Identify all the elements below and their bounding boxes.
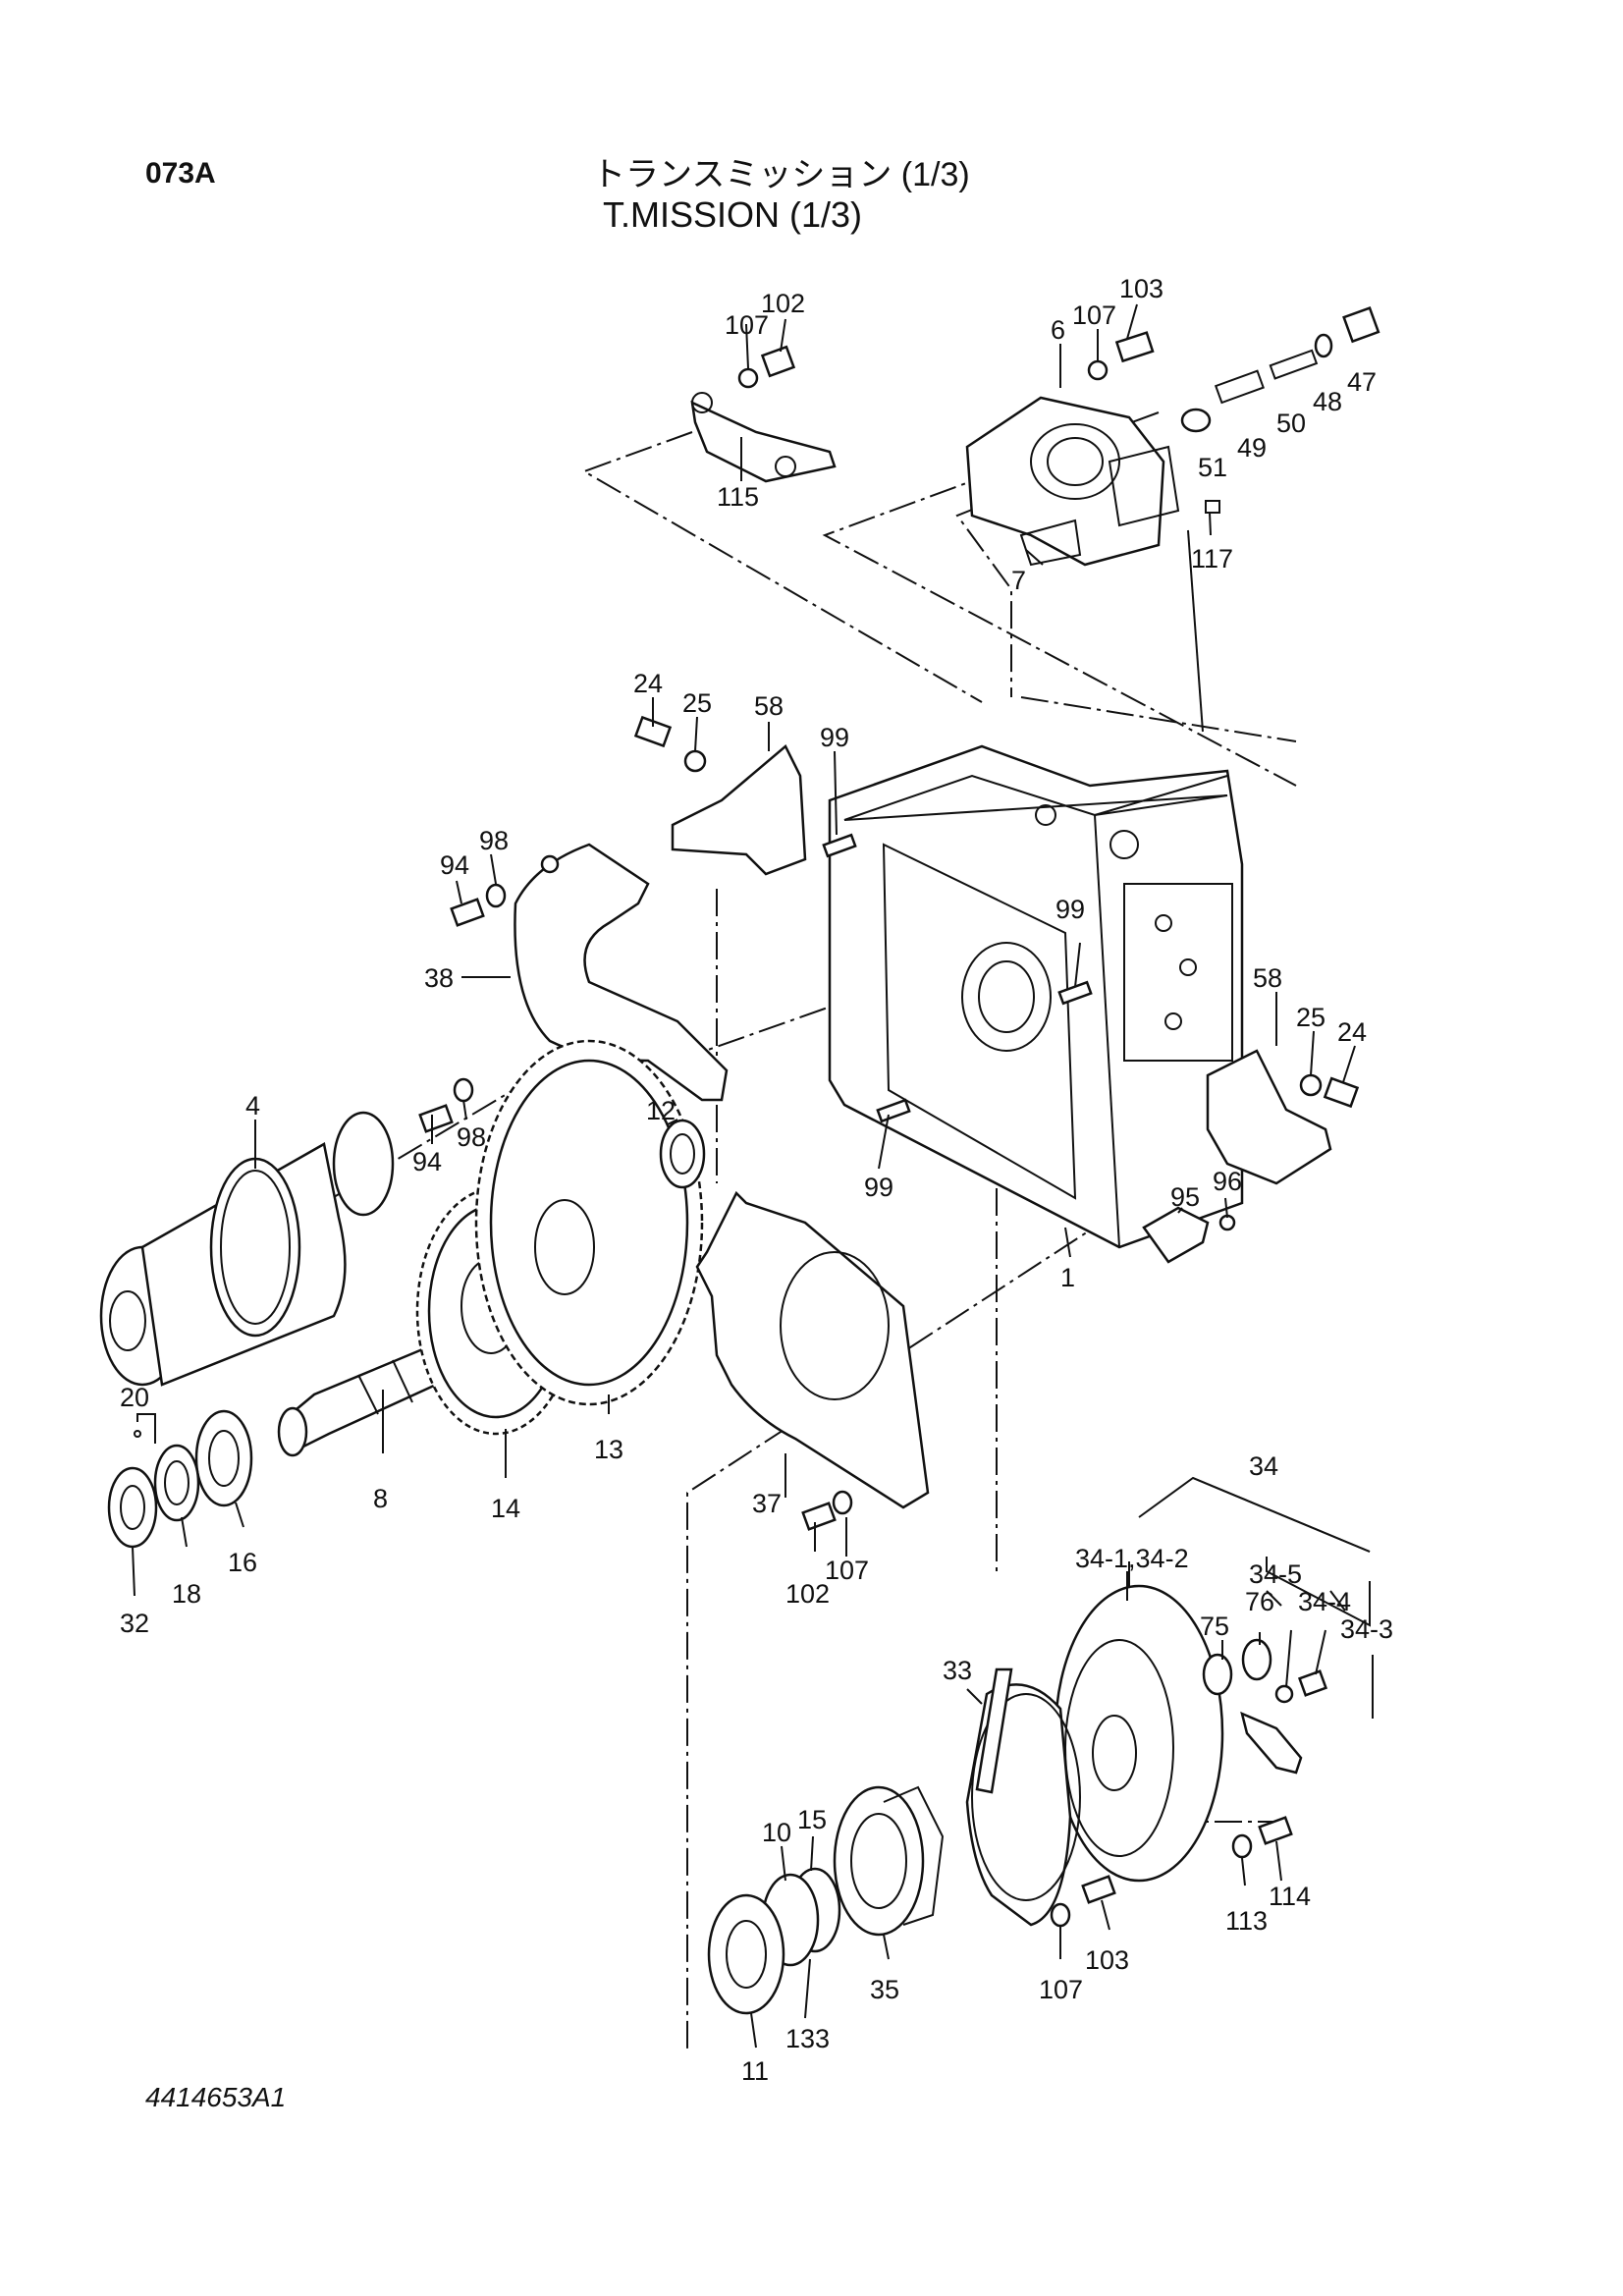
- callout-13: 13: [594, 1435, 623, 1464]
- callout-leaders: [132, 303, 1374, 2049]
- callout-6: 6: [1051, 315, 1065, 345]
- callout-8: 8: [373, 1484, 388, 1513]
- hardware-103-113: [1050, 1816, 1293, 1928]
- gear-13: [474, 1039, 704, 1406]
- callout-76: 76: [1245, 1587, 1274, 1616]
- bearing-11: [707, 1893, 785, 2015]
- callout-32: 32: [120, 1609, 149, 1638]
- callout-103-brake: 103: [1085, 1945, 1129, 1975]
- callout-75: 75: [1200, 1612, 1229, 1641]
- callout-15: 15: [797, 1805, 827, 1834]
- pins-99: [822, 833, 1093, 1123]
- callout-25-right: 25: [1296, 1003, 1325, 1032]
- callout-4: 4: [245, 1091, 260, 1121]
- callout-94-bottom: 94: [412, 1147, 442, 1176]
- callout-33: 33: [943, 1656, 972, 1685]
- callout-51: 51: [1198, 453, 1227, 482]
- callout-58-right: 58: [1253, 963, 1282, 993]
- cover-38: [418, 843, 729, 1133]
- callout-58-left: 58: [754, 691, 784, 721]
- callout-115: 115: [717, 482, 759, 512]
- callout-34-5: 34-5: [1249, 1559, 1302, 1589]
- callout-48: 48: [1313, 387, 1342, 416]
- callout-99-bottom: 99: [864, 1173, 893, 1202]
- plate-95: [1142, 1206, 1236, 1264]
- transmission-housing: [828, 744, 1244, 1249]
- mount-bracket-left: [633, 715, 807, 876]
- title-english: T.MISSION (1/3): [603, 194, 863, 235]
- callout-14: 14: [491, 1494, 520, 1523]
- brake-lever: [1202, 1638, 1328, 1775]
- callout-107-top: 107: [725, 310, 769, 340]
- callout-99-mid: 99: [1055, 895, 1085, 924]
- housing-35: [833, 1785, 945, 1937]
- top-cover-part: [965, 396, 1180, 567]
- callout-94-top: 94: [440, 850, 469, 880]
- cover-37: [695, 1190, 930, 1531]
- callout-24-left: 24: [633, 669, 663, 698]
- page-code: 073A: [145, 157, 216, 190]
- callout-11: 11: [741, 2056, 769, 2086]
- callout-98-bottom: 98: [457, 1122, 486, 1152]
- callout-50: 50: [1276, 409, 1306, 438]
- callout-98-top: 98: [479, 826, 509, 855]
- callout-103-top: 103: [1119, 274, 1163, 303]
- callout-16: 16: [228, 1548, 257, 1577]
- callout-49: 49: [1237, 433, 1267, 463]
- ring-12: [659, 1119, 706, 1189]
- callout-99-top: 99: [820, 723, 849, 752]
- callout-107-brake: 107: [1039, 1975, 1083, 2004]
- callout-38: 38: [424, 963, 454, 993]
- callout-37: 37: [752, 1489, 782, 1518]
- callout-95: 95: [1170, 1182, 1200, 1212]
- differential-assembly-4: [99, 1111, 395, 1387]
- callout-34: 34: [1249, 1451, 1278, 1481]
- callout-107-bottom: 107: [825, 1556, 869, 1585]
- callout-25-left: 25: [682, 688, 712, 718]
- callout-34-3: 34-3: [1340, 1614, 1393, 1644]
- callout-102-top: 102: [761, 289, 805, 318]
- bearing-18: [153, 1444, 200, 1522]
- seal-32: [107, 1466, 158, 1549]
- callout-113: 113: [1225, 1906, 1268, 1936]
- callout-20: 20: [120, 1383, 149, 1412]
- callout-1: 1: [1060, 1263, 1075, 1292]
- brake-plate-33: [965, 1667, 1081, 1927]
- callout-34-1-34-2: 34-1,34-2: [1075, 1544, 1189, 1573]
- callout-numbers: 102 107 115 103 107 6 47 48 50 49 51 117…: [120, 274, 1393, 2086]
- bearing-16: [194, 1409, 253, 1507]
- bracket-115: [690, 392, 837, 483]
- small-hardware-top: [737, 305, 1380, 514]
- callout-114: 114: [1269, 1882, 1311, 1911]
- drawing-number: 4414653A1: [145, 2082, 287, 2112]
- callout-133: 133: [785, 2024, 830, 2053]
- callout-117: 117: [1191, 544, 1233, 574]
- callout-12: 12: [646, 1096, 676, 1125]
- title-japanese: トランスミッション (1/3): [592, 156, 970, 193]
- callout-34-4: 34-4: [1298, 1587, 1351, 1616]
- callout-47: 47: [1347, 367, 1377, 397]
- callout-102-bottom: 102: [785, 1579, 830, 1609]
- callout-35: 35: [870, 1975, 899, 2004]
- callout-10: 10: [762, 1818, 791, 1847]
- callout-7: 7: [1011, 566, 1026, 595]
- callout-18: 18: [172, 1579, 201, 1609]
- brake-drum-34: [1054, 1584, 1224, 1883]
- callout-24-right: 24: [1337, 1017, 1367, 1047]
- callout-107-upper-right: 107: [1072, 301, 1116, 330]
- callout-96: 96: [1213, 1167, 1242, 1196]
- mount-bracket-right: [1206, 1049, 1360, 1185]
